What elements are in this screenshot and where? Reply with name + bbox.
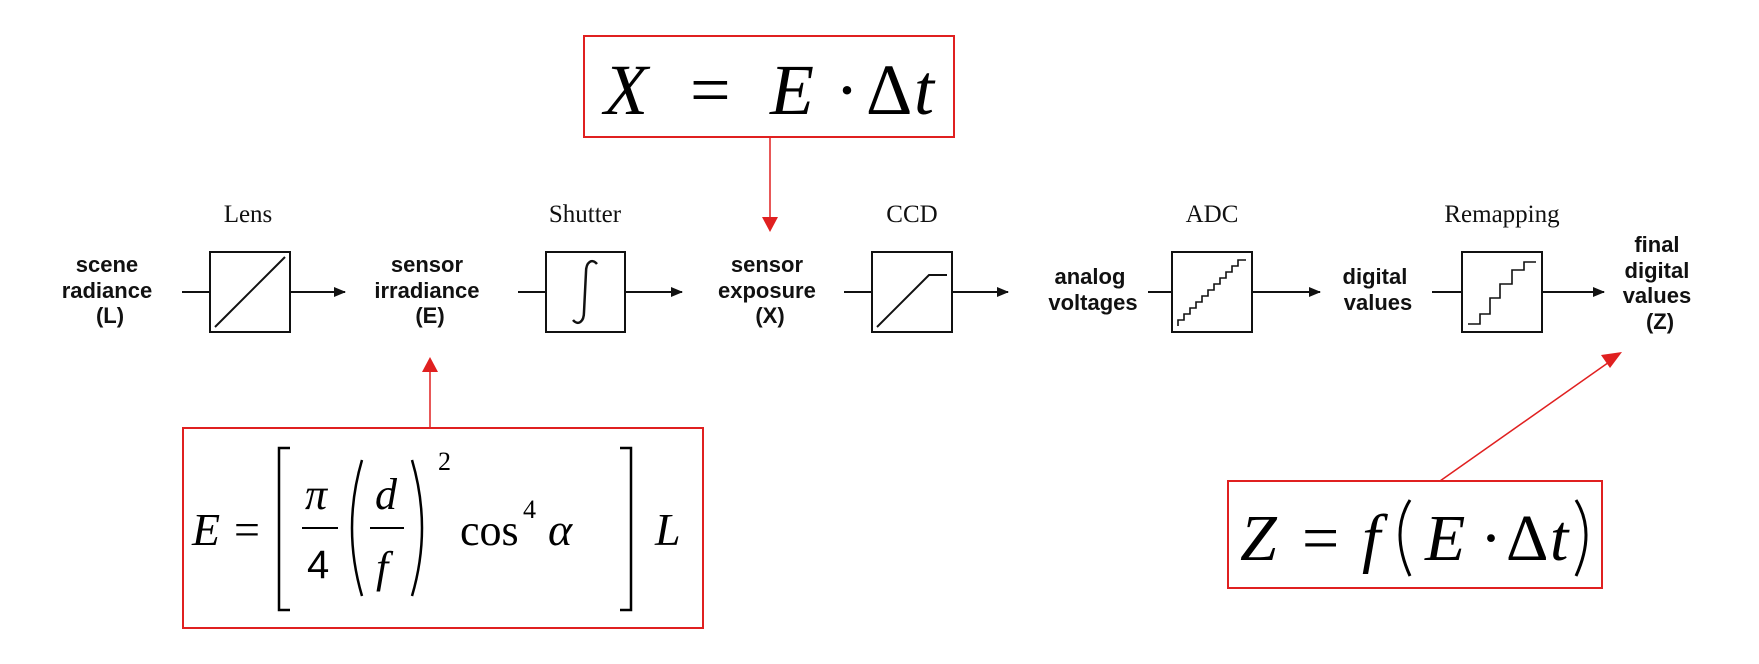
stage-label-shutter: Shutter — [549, 201, 622, 228]
stage-label-remapping: Remapping — [1444, 201, 1560, 228]
irradiance-pointer-head — [422, 357, 438, 372]
exposure-equation-box: X = E · Δ t — [583, 35, 955, 138]
remap-staircase-icon — [1468, 261, 1536, 325]
svg-text:X = E ·: X = E · Δ t — [601, 50, 936, 130]
stage-label-lens: Lens — [224, 201, 273, 228]
shutter-block — [545, 251, 626, 333]
response-eq-dot: · — [1480, 502, 1502, 575]
signal-sensor-exposure: sensor exposure (X) — [718, 252, 822, 328]
stage-label-ccd: CCD — [886, 201, 937, 228]
irradiance-eq-exp4: 4 — [523, 495, 536, 524]
irradiance-eq-d: d — [375, 470, 398, 519]
irradiance-eq-four: 4 — [307, 543, 329, 587]
lens-block — [209, 251, 291, 333]
left-bracket — [277, 446, 290, 612]
irradiance-eq-L: L — [654, 504, 681, 555]
exposure-eq-dot: · — [835, 50, 859, 130]
irradiance-eq-lhs: E — [191, 504, 220, 555]
staircase-icon — [1177, 259, 1246, 326]
lens-diagonal-icon — [214, 256, 286, 328]
irradiance-eq-pi: π — [305, 470, 329, 519]
response-pointer — [1439, 359, 1613, 482]
response-pointer-head — [1601, 352, 1622, 368]
saturation-ramp-icon — [876, 274, 947, 328]
signal-final-digital-values: final digital values (Z) — [1623, 232, 1698, 334]
signal-digital-values: digital values — [1343, 264, 1414, 315]
response-eq-f: f — [1362, 502, 1388, 575]
svg-text:Z = f E: Z = f E · Δ t — [1240, 502, 1570, 575]
adc-block — [1171, 251, 1253, 333]
integral-icon — [572, 260, 598, 324]
right-bracket — [620, 446, 633, 612]
exposure-eq-E: E — [769, 50, 814, 130]
exposure-eq-t: t — [914, 50, 936, 130]
signal-analog-voltages: analog voltages — [1048, 264, 1137, 315]
exposure-eq-delta: Δ — [866, 50, 910, 130]
irradiance-eq-equals: = — [234, 504, 260, 555]
response-eq-delta: Δ — [1506, 502, 1546, 575]
irradiance-eq-exp2: 2 — [438, 447, 451, 476]
remapping-block — [1461, 251, 1543, 333]
irradiance-eq-alpha: α — [548, 504, 573, 555]
exposure-eq-lhs: X — [601, 50, 651, 130]
stage-label-adc: ADC — [1186, 201, 1239, 228]
ccd-block — [871, 251, 953, 333]
signal-sensor-irradiance: sensor irradiance (E) — [374, 252, 485, 328]
irradiance-equation-box: E = π 4 d f 2 cos 4 α L — [182, 427, 704, 629]
signal-scene-radiance: scene radiance (L) — [62, 252, 159, 328]
exposure-eq-equals: = — [690, 50, 731, 130]
response-right-paren — [1574, 499, 1588, 577]
response-eq-lhs: Z — [1240, 502, 1278, 575]
exposure-pointer-head — [762, 217, 778, 232]
left-paren — [350, 459, 364, 597]
response-eq-t: t — [1550, 502, 1570, 575]
response-eq-E: E — [1424, 502, 1465, 575]
irradiance-eq-cos: cos — [460, 506, 519, 555]
right-paren — [410, 459, 424, 597]
response-eq-equals: = — [1302, 502, 1339, 575]
response-equation-box: Z = f E · Δ t — [1227, 480, 1603, 589]
response-left-paren — [1398, 499, 1412, 577]
